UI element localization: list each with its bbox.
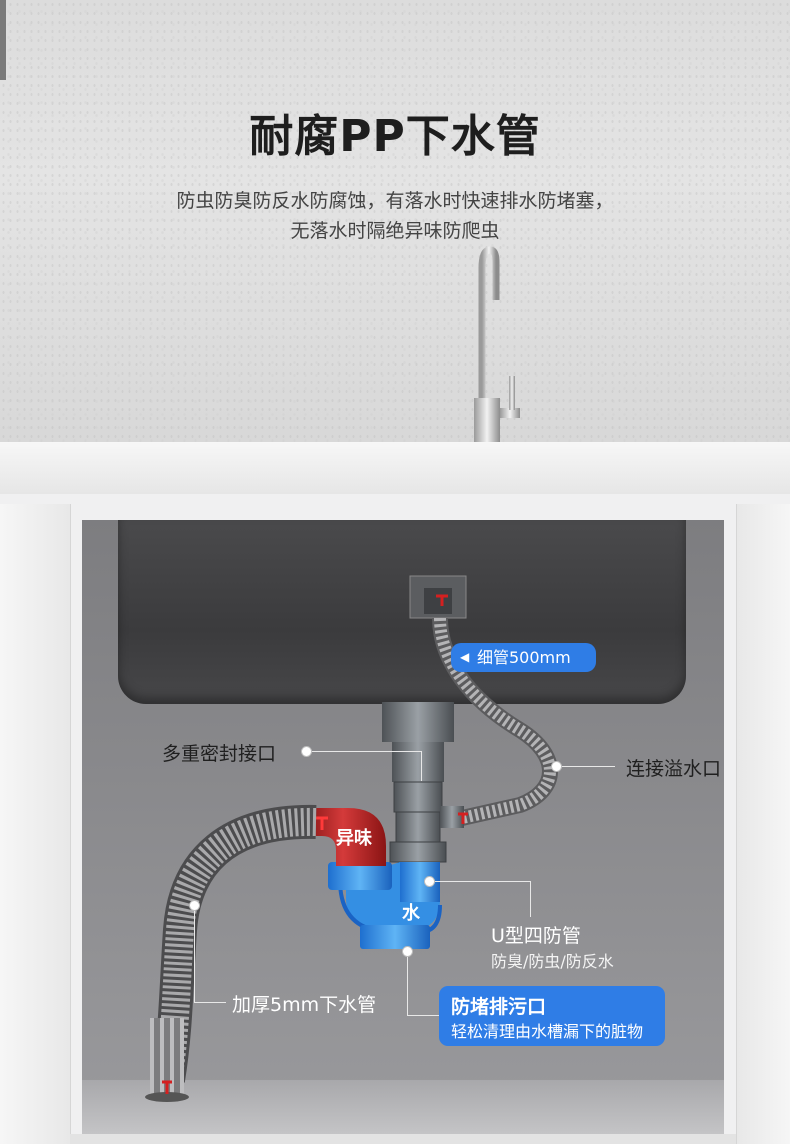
sink-basin xyxy=(118,520,686,704)
seal-ring-3 xyxy=(389,841,447,863)
water-label: 水 xyxy=(402,903,420,924)
callout-dot-overflow xyxy=(551,761,562,772)
drain-body-mid xyxy=(392,742,444,782)
callout-line-utrap xyxy=(430,881,530,882)
callout-dot-thick xyxy=(189,900,200,911)
overflow-label: 连接溢水口 xyxy=(626,758,722,780)
odor-marker xyxy=(316,816,328,830)
callout-line-overflow xyxy=(557,766,615,767)
thick-pipe-label: 加厚5mm下水管 xyxy=(232,994,377,1016)
faucet-handle-base xyxy=(500,408,520,418)
cleanout-subtitle: 轻松清理由水槽漏下的脏物 xyxy=(451,1022,644,1041)
callout-line-utrap-v xyxy=(530,881,531,917)
countertop xyxy=(0,442,790,495)
callout-line-cleanout-v xyxy=(407,953,408,1015)
cleanout-title: 防堵排污口 xyxy=(451,996,547,1018)
wall-texture xyxy=(0,0,790,442)
multi-seal-label: 多重密封接口 xyxy=(162,743,277,765)
callout-line-thick-v xyxy=(194,905,195,1002)
faucet-spout xyxy=(478,246,500,400)
overflow-joint xyxy=(440,806,464,828)
u-trap-title: U型四防管 xyxy=(491,925,581,947)
seal-ring-1 xyxy=(393,781,443,813)
subtitle-line-1: 防虫防臭防反水防腐蚀，有落水时快速排水防堵塞， xyxy=(176,190,614,212)
cleanout-cap xyxy=(360,925,430,949)
drain-body-top xyxy=(382,702,454,742)
edge-shadow xyxy=(0,0,6,80)
cabinet-floor xyxy=(82,1080,724,1134)
overflow-outlet-inner xyxy=(424,588,452,614)
wall-background xyxy=(0,0,790,442)
seal-ring-2 xyxy=(395,811,441,843)
thin-hose xyxy=(434,617,556,824)
overflow-joint-marker xyxy=(458,812,468,824)
floor-drain-marker xyxy=(162,1080,172,1094)
subtitle-line-2: 无落水时隔绝异味防爬虫 xyxy=(290,220,500,242)
faucet-handle xyxy=(509,376,515,410)
faucet-body xyxy=(474,398,500,442)
thin-pipe-badge: ◀ 细管500mm xyxy=(451,643,596,672)
arrow-left-icon: ◀ xyxy=(460,650,470,664)
callout-dot-cleanout xyxy=(402,946,413,957)
cabinet-door-right xyxy=(736,504,790,1144)
cleanout-callout-box: 防堵排污口 轻松清理由水槽漏下的脏物 xyxy=(439,986,665,1046)
floor-drain xyxy=(145,1092,189,1102)
faucet-illustration xyxy=(474,246,520,442)
callout-dot-seal xyxy=(301,746,312,757)
callout-line-cleanout xyxy=(407,1015,439,1016)
u-trap-subtitle: 防臭/防虫/防反水 xyxy=(491,952,614,971)
cabinet-bottom-edge xyxy=(70,1134,736,1144)
cabinet-door-left xyxy=(0,504,71,1144)
callout-dot-utrap xyxy=(424,876,435,887)
overflow-marker-red xyxy=(436,594,448,606)
callout-line-seal xyxy=(311,751,421,752)
thin-pipe-label: 细管500mm xyxy=(477,648,571,667)
u-trap-left-collar xyxy=(328,862,392,890)
page-title: 耐腐PP下水管 xyxy=(249,111,541,162)
odor-label: 异味 xyxy=(336,828,372,849)
callout-line-thick xyxy=(194,1002,226,1003)
callout-line-seal-v xyxy=(421,751,422,781)
